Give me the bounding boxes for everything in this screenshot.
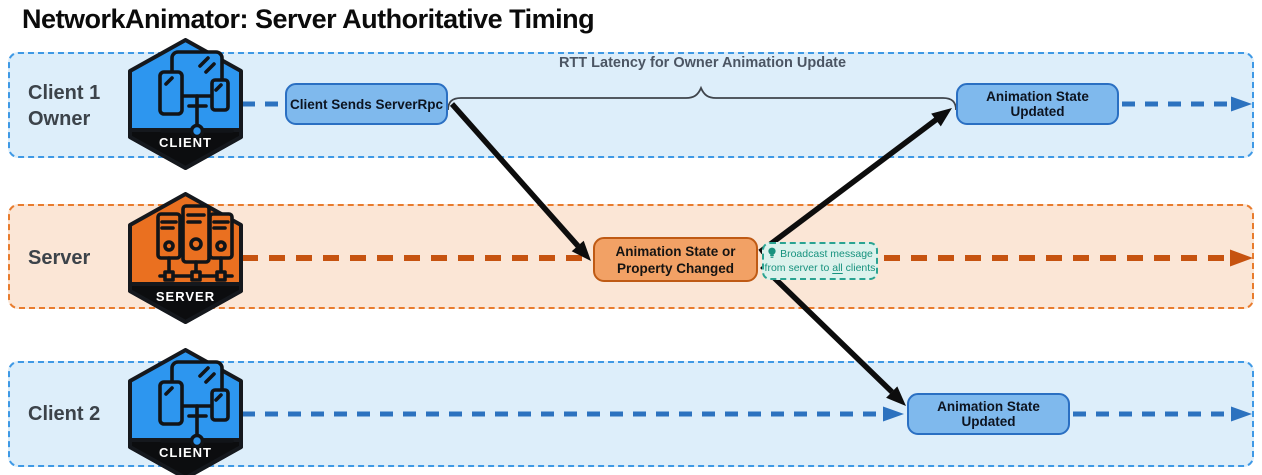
lane-label-client1-owner: Client 1 Owner bbox=[28, 80, 100, 132]
lightbulb-icon bbox=[768, 247, 776, 258]
lane-label-client2: Client 2 bbox=[28, 403, 101, 425]
node-animation-state-updated-client2: Animation State Updated bbox=[907, 393, 1070, 435]
badge-client2: CLIENT bbox=[127, 348, 244, 475]
badge-client1: CLIENT bbox=[127, 38, 244, 170]
broadcast-note-line2: from server to all clients bbox=[764, 261, 876, 274]
node-client-sends-serverrpc: Client Sends ServerRpc bbox=[285, 83, 448, 125]
badge-label-server: SERVER bbox=[155, 289, 216, 304]
lane-label-line1: Client 1 bbox=[28, 82, 101, 104]
badge-label-client: CLIENT bbox=[159, 135, 212, 150]
lane-label-line2: Owner bbox=[28, 108, 91, 130]
server-node-line1: Animation State or bbox=[615, 243, 736, 259]
client-devices-icon bbox=[128, 348, 243, 475]
node-animation-state-or-property-changed: Animation State or Property Changed bbox=[593, 237, 758, 282]
node-animation-state-updated-owner: Animation State Updated bbox=[956, 83, 1119, 125]
badge-server: SERVER bbox=[127, 192, 244, 324]
broadcast-note-line1: Broadcast message bbox=[767, 247, 873, 262]
page-title: NetworkAnimator: Server Authoritative Ti… bbox=[22, 4, 595, 34]
rtt-latency-label: RTT Latency for Owner Animation Update bbox=[558, 55, 847, 71]
badge-label-client: CLIENT bbox=[159, 445, 212, 460]
lane-label-server: Server bbox=[28, 247, 91, 269]
broadcast-note: Broadcast message from server to all cli… bbox=[762, 242, 878, 280]
server-node-line2: Property Changed bbox=[616, 260, 734, 276]
client-devices-icon bbox=[128, 38, 243, 170]
server-racks-icon bbox=[128, 192, 243, 324]
